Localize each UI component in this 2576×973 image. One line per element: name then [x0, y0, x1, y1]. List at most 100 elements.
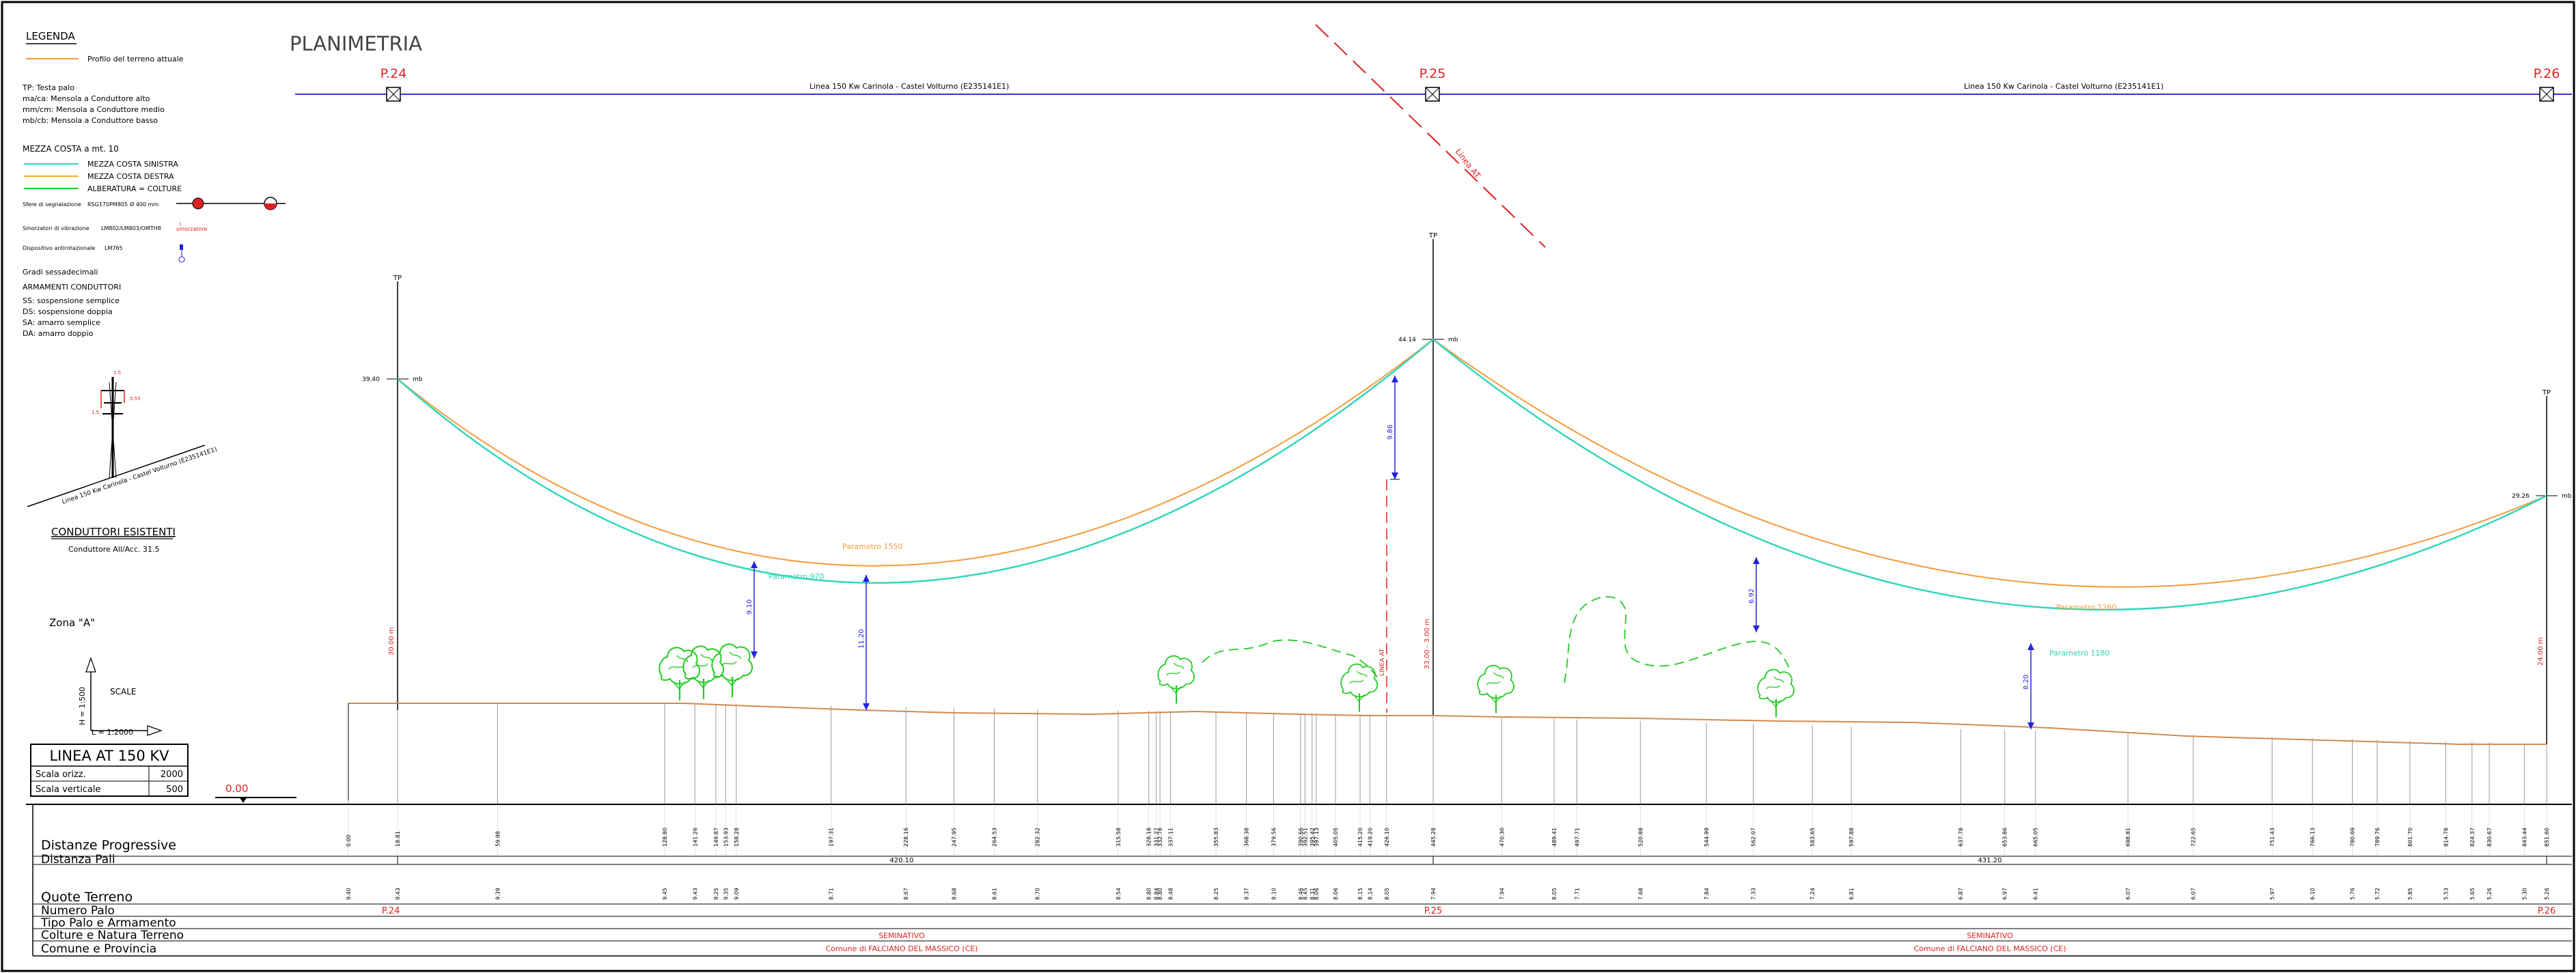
svg-text:1.5: 1.5 — [113, 370, 121, 376]
table-pole-number: P.26 — [2538, 906, 2556, 916]
progressive-value: 332.78 — [1157, 828, 1163, 847]
quote-value: 8.71 — [829, 888, 835, 900]
quote-value: 9.43 — [692, 888, 698, 900]
progressive-value: 814.78 — [2443, 828, 2449, 847]
quote-value: 7.68 — [1637, 888, 1644, 900]
quote-value: 8.84 — [1154, 888, 1160, 900]
section-sketch: 0.55 1.5 1.5 Linea 150 Kw Carinola - Cas… — [27, 370, 218, 507]
svg-text:9.10: 9.10 — [746, 600, 753, 615]
quote-value: 8.37 — [1244, 888, 1250, 900]
table-row-label: Comune e Provincia — [41, 942, 156, 956]
marker-sphere-icon — [192, 197, 204, 210]
progressive-value: 445.28 — [1430, 828, 1437, 847]
quote-value: 8.25 — [1213, 888, 1219, 900]
pole-quote: 44.14 — [1398, 337, 1416, 343]
tree-icon — [1757, 668, 1795, 718]
profile-table: Distanze Progressive Distanza Pali Quote… — [26, 804, 2572, 957]
progressive-value: 197.31 — [829, 828, 835, 847]
pole-mb-label: mb — [413, 376, 423, 383]
pole-mb-label: mb — [2562, 493, 2572, 500]
tree-icon — [1477, 664, 1515, 714]
pole-marker-icon — [386, 87, 401, 102]
progressive-value: 722.65 — [2191, 828, 2197, 847]
quote-value: 6.07 — [2125, 888, 2131, 900]
progressive-value: 390.66 — [1298, 828, 1304, 847]
progressive-value: 583.65 — [1810, 828, 1816, 847]
progressive-value: 128.80 — [662, 828, 668, 847]
pole-tp-label: TP — [393, 274, 402, 282]
svg-text:11.20: 11.20 — [858, 629, 865, 649]
scale-vertical: H = 1:500 — [78, 687, 87, 725]
anti-rotation-icon — [180, 244, 183, 250]
progressive-value: 379.56 — [1271, 828, 1277, 847]
quote-value: 7.84 — [1704, 888, 1710, 900]
quote-value: 9.39 — [495, 888, 501, 900]
vegetation-outline — [1202, 639, 1381, 680]
progressive-value: 355.83 — [1213, 828, 1219, 847]
progressive-value: 653.86 — [2002, 828, 2008, 847]
legend-mezza-sinistra: MEZZA COSTA SINISTRA — [87, 160, 178, 169]
quote-value: 8.70 — [1035, 888, 1041, 900]
progressive-value: 637.78 — [1958, 828, 1964, 847]
progressive-value: 158.28 — [734, 828, 740, 847]
legend-armamento-ds: DS: sospensione doppia — [23, 307, 113, 316]
progressive-value: 0.00 — [346, 834, 352, 847]
progressive-value: 597.88 — [1848, 828, 1855, 847]
svg-text:0.55: 0.55 — [130, 396, 141, 401]
crossing-at-label: LINEA AT — [1379, 648, 1386, 676]
pole-marker-icon — [2539, 87, 2554, 102]
quote-value: 8.54 — [1116, 888, 1122, 900]
quote-value: 8.05 — [1384, 888, 1390, 900]
legend-abbrev-mb: mb/cb: Mensola a Conduttore basso — [23, 116, 158, 125]
legend-antirot-code: LM765 — [105, 245, 123, 251]
plan-line-label: Linea 150 Kw Carinola - Castel Volturno … — [1964, 82, 2163, 91]
profile-view: TP TP TP 39.40 mb 44.14 mb 29.26 mb 30.0… — [348, 232, 2572, 804]
title-box-row-label: Scala orizz. — [36, 770, 86, 780]
progressive-value: 247.95 — [952, 828, 958, 847]
quote-value: 5.26 — [2487, 888, 2493, 900]
quote-value: 9.09 — [734, 888, 740, 900]
quote-value: 5.76 — [2350, 888, 2356, 900]
plan-pole-label: P.26 — [2534, 66, 2560, 81]
progressive-value: 520.88 — [1637, 828, 1644, 847]
colture-value: SEMINATIVO — [878, 931, 925, 940]
quote-value: 8.15 — [1357, 888, 1363, 900]
legend-profile-label: Profilo del terreno attuale — [87, 55, 184, 64]
progressive-value: 470.30 — [1499, 828, 1505, 847]
quote-value: 8.46 — [1298, 888, 1304, 900]
quote-value: 5.53 — [2443, 888, 2449, 900]
progressive-value: 282.32 — [1035, 828, 1041, 847]
clearance-marker: 9.10 — [746, 561, 758, 658]
conductor-left-1550 — [397, 339, 1434, 567]
table-row-label: Tipo Palo e Armamento — [40, 916, 176, 930]
legend-sfere-size: Ø 400 mm — [130, 201, 158, 208]
tree-icon — [711, 643, 753, 697]
progressive-value: 228.16 — [903, 828, 909, 847]
clearance-marker: 8.20 — [2023, 643, 2034, 729]
table-pole-number: P.25 — [1424, 906, 1443, 916]
trees — [659, 643, 1795, 718]
legend-gradi: Gradi sessadecimali — [23, 268, 98, 277]
terrain-profile — [348, 703, 2547, 745]
progressive-value: 392.51 — [1302, 828, 1308, 847]
svg-text:8.20: 8.20 — [2023, 675, 2030, 690]
span-value: 431.20 — [1978, 857, 2002, 864]
quote-value: 8.67 — [903, 888, 909, 900]
legend-abbrev-mm: mm/cm: Mensola a Conduttore medio — [23, 105, 165, 114]
progressive-value: 851.60 — [2544, 828, 2550, 847]
tree-icon — [1340, 663, 1379, 712]
legend-antirot-label: Dispositivo antirotazionale — [23, 245, 95, 251]
quote-value: 8.45 — [1302, 888, 1308, 900]
pole-height: 30.00 m — [388, 627, 396, 655]
damper-icon: smorzatore — [176, 226, 207, 232]
progressive-value: 264.53 — [991, 828, 997, 847]
pole-quote: 29.26 — [2512, 493, 2530, 500]
progressive-value: 751.43 — [2269, 828, 2275, 847]
title-box: LINEA AT 150 KV Scala orizz. 2000 Scala … — [30, 744, 189, 797]
legend-armamenti-title: ARMAMENTI CONDUTTORI — [23, 283, 121, 292]
quote-value: 7.24 — [1810, 888, 1816, 900]
pole-tp-label: TP — [1428, 232, 1437, 240]
